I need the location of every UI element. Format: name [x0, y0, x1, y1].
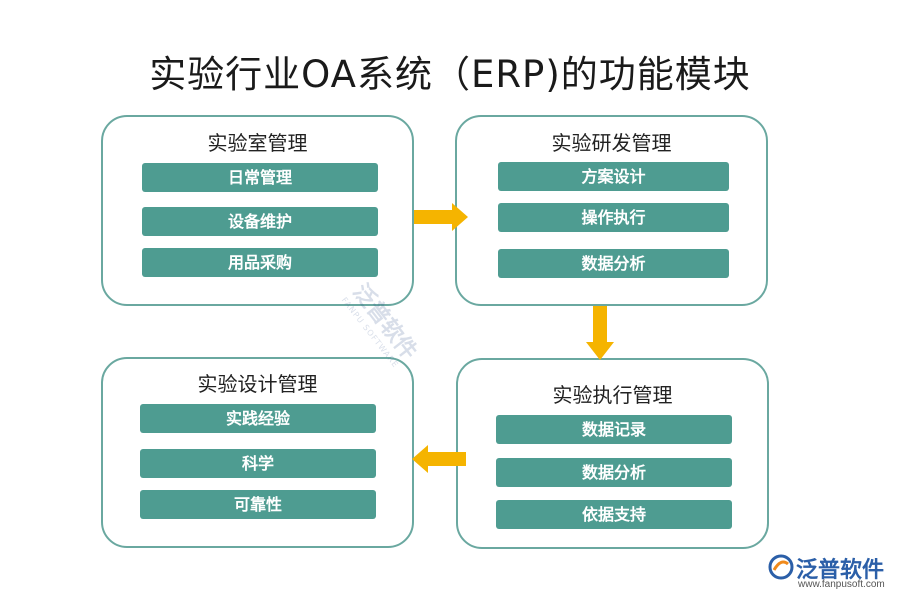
module-title: 实验室管理 — [207, 131, 308, 155]
logo-text: 泛普软件 — [796, 558, 885, 583]
item-data-recording: 数据记录 — [496, 415, 732, 444]
fanpu-logo-icon — [768, 554, 794, 580]
module-title: 实验设计管理 — [197, 372, 318, 396]
item-plan-design: 方案设计 — [498, 162, 729, 191]
item-science: 科学 — [140, 449, 376, 478]
module-lab-management: 实验室管理 日常管理 设备维护 用品采购 — [101, 115, 414, 306]
arrow-left-icon — [412, 445, 466, 473]
item-supply-purchase: 用品采购 — [142, 248, 378, 277]
module-execution-management: 实验执行管理 数据记录 数据分析 依据支持 — [456, 358, 769, 549]
fanpu-logo: 泛普软件 www.fanpusoft.com — [768, 552, 893, 594]
module-title: 实验执行管理 — [552, 383, 673, 407]
item-data-analysis: 数据分析 — [496, 458, 732, 487]
item-equipment-maintenance: 设备维护 — [142, 207, 378, 236]
item-operation-execution: 操作执行 — [498, 203, 729, 232]
module-title: 实验研发管理 — [551, 131, 672, 155]
item-daily-management: 日常管理 — [142, 163, 378, 192]
item-basis-support: 依据支持 — [496, 500, 732, 529]
item-reliability: 可靠性 — [140, 490, 376, 519]
module-rd-management: 实验研发管理 方案设计 操作执行 数据分析 — [455, 115, 768, 306]
arrow-right-icon — [414, 203, 468, 231]
item-practical-experience: 实践经验 — [140, 404, 376, 433]
logo-url: www.fanpusoft.com — [798, 579, 885, 590]
arrow-down-icon — [586, 306, 614, 360]
page-title: 实验行业OA系统（ERP)的功能模块 — [149, 53, 751, 96]
module-design-management: 实验设计管理 实践经验 科学 可靠性 — [101, 357, 414, 548]
item-data-analysis: 数据分析 — [498, 249, 729, 278]
